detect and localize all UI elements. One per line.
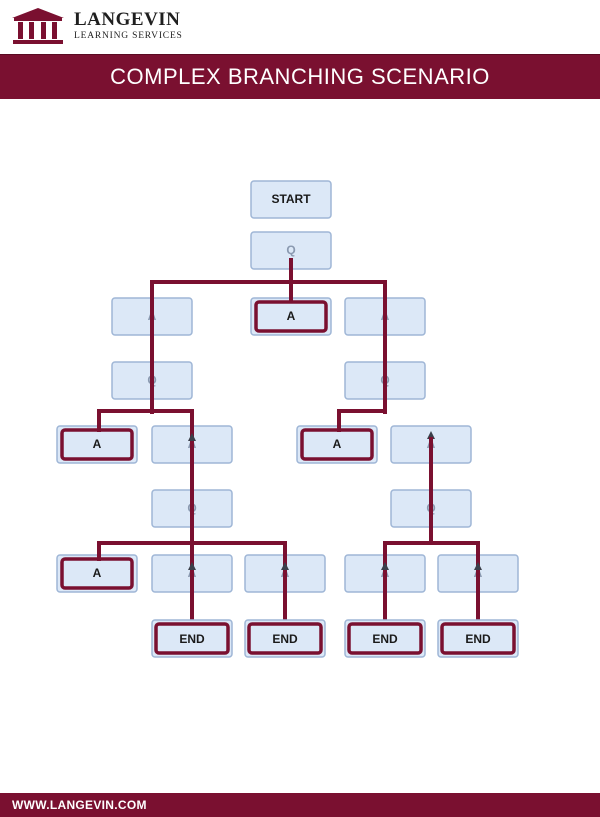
question-label: Q: [286, 243, 295, 257]
answer-label: A: [93, 566, 102, 580]
diagram-nodes: START Q A A A Q Q A A A A Q Q: [56, 180, 519, 593]
end-node-highlight: [440, 622, 516, 655]
header: LANGEVIN LEARNING SERVICES: [0, 0, 600, 54]
up-arrow-icon: [188, 433, 196, 441]
end-label: END: [372, 632, 398, 646]
up-arrow-icon: [188, 562, 196, 570]
brand-subtitle: LEARNING SERVICES: [74, 31, 183, 41]
footer-url[interactable]: WWW.LANGEVIN.COM: [12, 798, 147, 812]
end-node-highlight: [347, 622, 423, 655]
end-node-highlight: [154, 622, 230, 655]
path-lines: [97, 258, 480, 624]
brand: LANGEVIN LEARNING SERVICES: [74, 10, 183, 42]
end-node-highlight: [247, 622, 323, 655]
answer-label: A: [93, 437, 102, 451]
answer-label: A: [287, 309, 296, 323]
page-title: COMPLEX BRANCHING SCENARIO: [110, 64, 490, 89]
end-label: END: [272, 632, 298, 646]
end-label: END: [179, 632, 205, 646]
arrow-markers: [188, 431, 482, 570]
up-arrow-icon: [381, 562, 389, 570]
end-label: END: [465, 632, 491, 646]
answer-label: A: [333, 437, 342, 451]
brand-name: LANGEVIN: [74, 9, 181, 30]
title-bar: COMPLEX BRANCHING SCENARIO: [0, 54, 600, 99]
up-arrow-icon: [474, 562, 482, 570]
start-label: START: [271, 192, 311, 206]
up-arrow-icon: [281, 562, 289, 570]
building-columns-icon: [12, 8, 64, 44]
footer: WWW.LANGEVIN.COM: [0, 793, 600, 817]
start-node: [250, 180, 332, 219]
end-nodes: END END END END: [151, 619, 519, 658]
